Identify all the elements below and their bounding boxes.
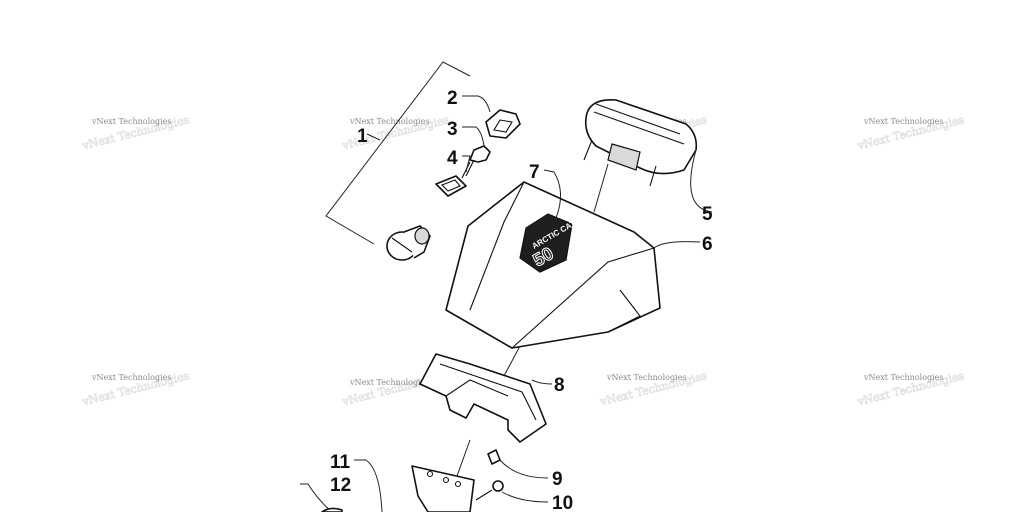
callout-4: 4 — [447, 148, 458, 169]
watermark: vNext Technologies vNext Technologies — [598, 369, 709, 409]
group-bracket — [325, 61, 471, 245]
instrument-cover-part — [445, 181, 701, 349]
callout-12: 12 — [330, 475, 351, 496]
callout-9: 9 — [552, 469, 563, 490]
callout-6: 6 — [702, 234, 713, 255]
watermark: vNext Technologies vNext Technologies — [80, 369, 191, 409]
watermark-text: vNext Technologies — [863, 373, 943, 382]
watermark-text: vNext Technologies — [91, 117, 171, 126]
screw-part — [475, 480, 549, 503]
watermark: vNext Technologies vNext Technologies — [80, 113, 191, 153]
watermark-text: vNext Technologies — [91, 373, 171, 382]
callout-7: 7 — [529, 162, 540, 183]
key-cap-part — [462, 95, 521, 139]
callout-3: 3 — [447, 119, 458, 140]
watermark-text: vNext Technologies — [349, 378, 429, 387]
callout-labels: 1 2 3 4 5 6 7 8 9 10 11 12 — [330, 88, 713, 512]
key-part — [461, 126, 491, 179]
watermark-text: vNext Technologies — [863, 117, 943, 126]
callout-5: 5 — [702, 204, 713, 225]
ignition-switch-part — [386, 225, 431, 261]
callout-2: 2 — [447, 88, 458, 109]
fastener-part — [300, 483, 343, 512]
watermark-text: vNext Technologies — [349, 117, 429, 126]
watermark: vNext Technologies vNext Technologies — [855, 369, 966, 409]
grommet-part — [487, 449, 549, 479]
decal-part: ARCTIC CAT 50 — [519, 169, 577, 273]
callout-10: 10 — [552, 493, 573, 512]
speedometer-part — [583, 99, 713, 213]
watermark-text: vNext Technologies — [606, 373, 686, 382]
bracket-part — [354, 459, 475, 512]
callout-11: 11 — [330, 452, 351, 473]
mounting-plate-part — [419, 353, 553, 443]
callout-1: 1 — [357, 126, 368, 147]
switch-bezel-part — [435, 155, 471, 197]
callout-8: 8 — [554, 375, 565, 396]
watermark: vNext Technologies vNext Technologies — [855, 113, 966, 153]
